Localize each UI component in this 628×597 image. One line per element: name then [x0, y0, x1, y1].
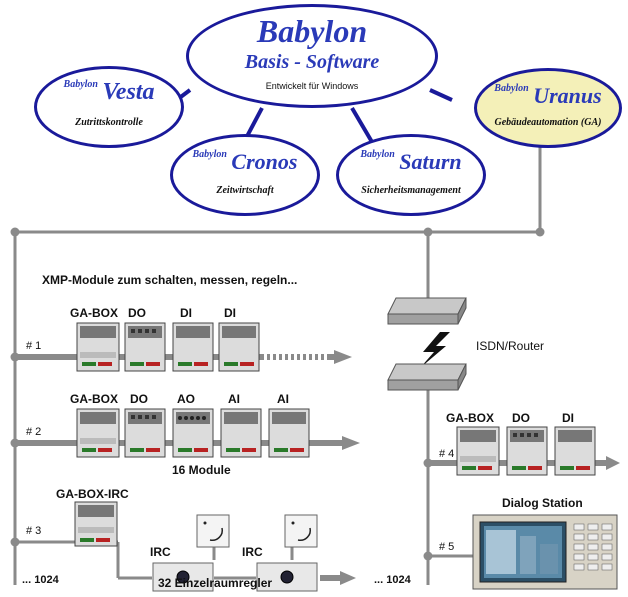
row2-label-do: DO	[130, 392, 148, 406]
basis-software-ellipse: Babylon Basis - Software Entwickelt für …	[186, 4, 438, 108]
bus-label-1: # 1	[26, 340, 42, 352]
saturn-prefix: Babylon	[360, 149, 395, 160]
router-bottom	[386, 362, 468, 399]
cronos-desc: Zeitwirtschaft	[216, 185, 274, 196]
row1-module-do	[124, 322, 166, 377]
row1-module-di1	[172, 322, 214, 377]
row2-label-ai2: AI	[277, 392, 289, 406]
row4-label-di: DI	[562, 411, 574, 425]
row2-module-ai1	[220, 408, 262, 463]
row4-label-do: DO	[512, 411, 530, 425]
bus-label-4: # 4	[439, 448, 455, 460]
row1-label-di1: DI	[180, 306, 192, 320]
row3-label-irc2: IRC	[242, 545, 263, 559]
cronos-ellipse: Babylon Cronos Zeitwirtschaft	[170, 134, 320, 216]
basis-title: Babylon	[256, 13, 368, 49]
row3-thermostat-1	[196, 514, 230, 553]
saturn-desc: Sicherheitsmanagement	[361, 185, 461, 196]
row2-caption: 16 Module	[172, 463, 231, 477]
basis-note: Entwickelt für Windows	[265, 81, 359, 91]
bus-label-5: # 5	[439, 541, 455, 553]
saturn-ellipse: Babylon Saturn Sicherheitsmanagement	[336, 134, 486, 216]
uranus-name: Uranus	[533, 83, 602, 108]
row2-module-do	[124, 408, 166, 463]
row3-label-gabox-irc: GA-BOX-IRC	[56, 487, 129, 501]
router-label: ISDN/Router	[476, 339, 545, 353]
row1-label-di2: DI	[224, 306, 236, 320]
row1-label-gabox: GA-BOX	[70, 306, 118, 320]
isdn-lightning-icon	[420, 332, 450, 368]
vesta-prefix: Babylon	[63, 79, 98, 90]
vesta-name: Vesta	[102, 79, 155, 105]
cronos-prefix: Babylon	[192, 149, 227, 160]
row4-label-gabox: GA-BOX	[446, 411, 494, 425]
bus-label-3: # 3	[26, 525, 42, 537]
row2-label-ai1: AI	[228, 392, 240, 406]
vesta-desc: Zutrittskontrolle	[75, 117, 143, 128]
row3-caption: 32 Einzelraumregler	[158, 576, 273, 590]
vesta-ellipse: Babylon Vesta Zutrittskontrolle	[34, 66, 184, 148]
router-top	[386, 296, 468, 333]
row3-irc-controller-1	[152, 562, 214, 597]
uranus-prefix: Babylon	[494, 83, 529, 94]
xmp-heading: XMP-Module zum schalten, messen, regeln.…	[42, 273, 298, 287]
row2-label-gabox: GA-BOX	[70, 392, 118, 406]
bus-label-2: # 2	[26, 426, 42, 438]
row4-module-gabox	[456, 426, 500, 481]
row1-label-do: DO	[128, 306, 146, 320]
basis-subtitle: Basis - Software	[244, 51, 380, 73]
saturn-name: Saturn	[399, 149, 462, 174]
dialog-station-terminal	[472, 514, 618, 595]
uranus-desc: Gebäudeautomation (GA)	[494, 117, 602, 128]
cronos-name: Cronos	[231, 149, 298, 174]
row2-module-gabox	[76, 408, 120, 463]
bus-max-left: ... 1024	[22, 574, 59, 586]
row2-label-ao: AO	[177, 392, 195, 406]
row2-module-ai2	[268, 408, 310, 463]
row2-module-ao	[172, 408, 214, 463]
dialog-station-label: Dialog Station	[502, 496, 583, 510]
row3-thermostat-2	[284, 514, 318, 553]
row3-module-gabox-irc	[74, 501, 118, 552]
row3-label-irc1: IRC	[150, 545, 171, 559]
row4-module-di	[554, 426, 596, 481]
uranus-ellipse: Babylon Uranus Gebäudeautomation (GA)	[474, 68, 622, 148]
row1-module-gabox	[76, 322, 120, 377]
bus-max-right: ... 1024	[374, 574, 411, 586]
row4-module-do	[506, 426, 548, 481]
row1-module-di2	[218, 322, 260, 377]
row1-dots	[264, 354, 330, 360]
row3-irc-controller-2	[256, 562, 318, 597]
